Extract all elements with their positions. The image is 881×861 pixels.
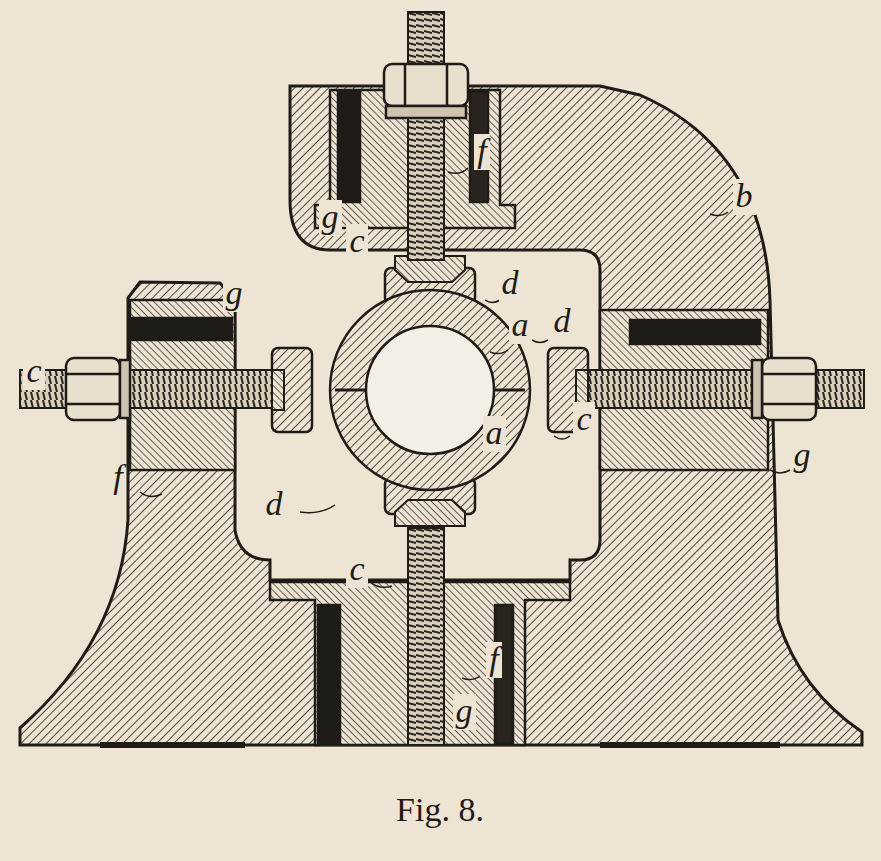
leader-line bbox=[370, 582, 392, 587]
part-label: d bbox=[499, 266, 522, 302]
bearing-shell bbox=[272, 348, 312, 432]
bearing-shell bbox=[272, 268, 588, 514]
lock-nut bbox=[404, 64, 407, 106]
lock-nut bbox=[120, 360, 130, 418]
lock-nut bbox=[386, 106, 466, 118]
lock-nut bbox=[66, 358, 120, 420]
bearing-shell bbox=[366, 326, 494, 454]
bearing-shell bbox=[330, 290, 530, 490]
leader-line bbox=[554, 436, 570, 439]
lock-nut bbox=[66, 64, 816, 420]
part-label: c bbox=[573, 402, 594, 438]
bushing bbox=[318, 605, 340, 743]
part-label: d bbox=[551, 304, 574, 340]
leader-line bbox=[532, 340, 548, 343]
part-label: g bbox=[791, 438, 814, 474]
leader-line bbox=[710, 212, 728, 216]
pressure-pad bbox=[395, 500, 465, 526]
bearing-frame bbox=[600, 742, 780, 748]
leader-line bbox=[448, 168, 468, 173]
adjusting-screw bbox=[20, 12, 864, 745]
pressure-pad bbox=[272, 256, 588, 526]
adjusting-screw bbox=[20, 370, 272, 408]
adjusting-screw bbox=[588, 370, 864, 408]
leader-line bbox=[140, 492, 162, 497]
leader-line bbox=[462, 676, 480, 680]
part-label: a bbox=[483, 416, 506, 452]
bearing-frame bbox=[100, 742, 245, 748]
part-label: f bbox=[486, 642, 501, 678]
bushing bbox=[630, 320, 760, 344]
leader-line bbox=[300, 505, 335, 513]
pressure-pad bbox=[272, 370, 284, 410]
part-label: f bbox=[110, 460, 125, 496]
part-label: c bbox=[23, 354, 44, 390]
part-label: g bbox=[223, 276, 246, 312]
lock-nut bbox=[66, 373, 120, 376]
lock-nut bbox=[446, 64, 449, 106]
lock-nut bbox=[384, 64, 468, 106]
bushing bbox=[338, 92, 360, 202]
part-label: c bbox=[346, 224, 367, 260]
part-label: b bbox=[733, 179, 756, 215]
lock-nut bbox=[66, 403, 120, 406]
lock-nut bbox=[762, 403, 816, 406]
part-label: g bbox=[453, 694, 476, 730]
leader-line bbox=[770, 470, 790, 473]
lock-nut bbox=[762, 358, 816, 420]
part-label: d bbox=[263, 487, 286, 523]
bushing bbox=[130, 90, 768, 745]
lock-nut bbox=[752, 360, 762, 418]
part-label: g bbox=[319, 200, 342, 236]
part-label: f bbox=[474, 134, 489, 170]
leader-line bbox=[490, 350, 508, 354]
bushing bbox=[132, 318, 232, 340]
lock-nut bbox=[762, 373, 816, 376]
figure-caption: Fig. 8. bbox=[396, 791, 484, 828]
leader-line bbox=[140, 168, 790, 680]
part-label: a bbox=[509, 308, 532, 344]
part-label: c bbox=[346, 552, 367, 588]
adjusting-screw bbox=[408, 12, 444, 260]
adjusting-screw bbox=[408, 528, 444, 745]
